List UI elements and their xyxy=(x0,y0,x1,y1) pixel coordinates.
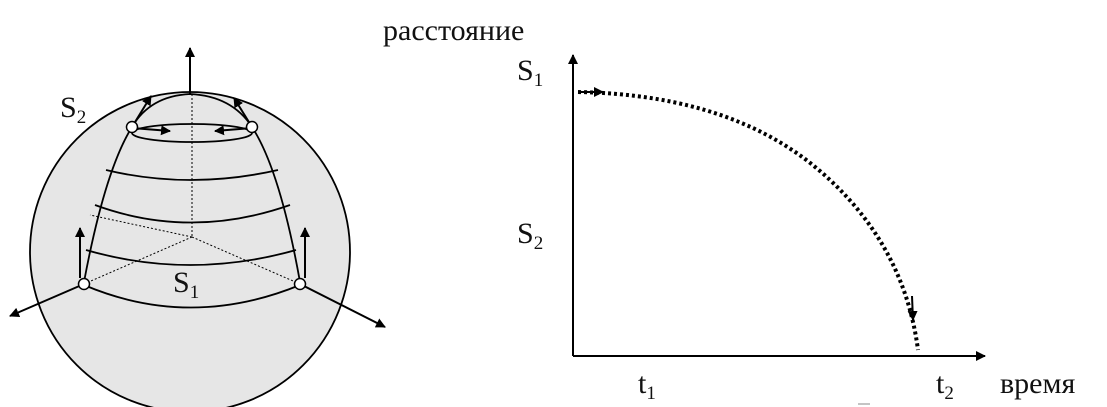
label-s2: S2 xyxy=(60,91,86,128)
top-right-inward-arrow xyxy=(214,125,253,136)
y-tick-s1: S1 xyxy=(517,54,543,91)
left-meridian-arc xyxy=(83,126,133,283)
radius-back-left-dotted xyxy=(89,214,193,238)
point-bottom-right xyxy=(293,277,307,291)
right-meridian-arc xyxy=(251,126,301,283)
point-top-left xyxy=(125,120,139,134)
outward-arrow-right xyxy=(299,283,386,328)
y-tick-s2: S2 xyxy=(517,217,543,254)
point-top-right xyxy=(245,120,259,134)
latitude-ring-3 xyxy=(94,204,291,224)
top-left-inward-arrow xyxy=(131,125,171,136)
latitude-ring-2 xyxy=(105,169,279,181)
curve-end-arrow xyxy=(907,295,918,321)
sphere-diagram: S2 S1 xyxy=(9,47,386,407)
label-s1: S1 xyxy=(173,266,199,303)
point-bottom-left xyxy=(77,277,91,291)
sphere xyxy=(29,91,351,407)
dotted-curve xyxy=(577,90,920,351)
latitude-ring-bottom xyxy=(83,284,301,309)
x-tick-t2: t2 xyxy=(936,367,954,404)
distance-time-graph: расстояние S1 S2 t1 t2 время xyxy=(383,14,1075,405)
x-tick-t1: t1 xyxy=(638,367,656,404)
y-axis-label: расстояние xyxy=(383,14,524,47)
x-axis-label: время xyxy=(1000,367,1075,400)
outward-arrow-left xyxy=(9,283,85,318)
latitude-ring-4 xyxy=(85,249,297,266)
